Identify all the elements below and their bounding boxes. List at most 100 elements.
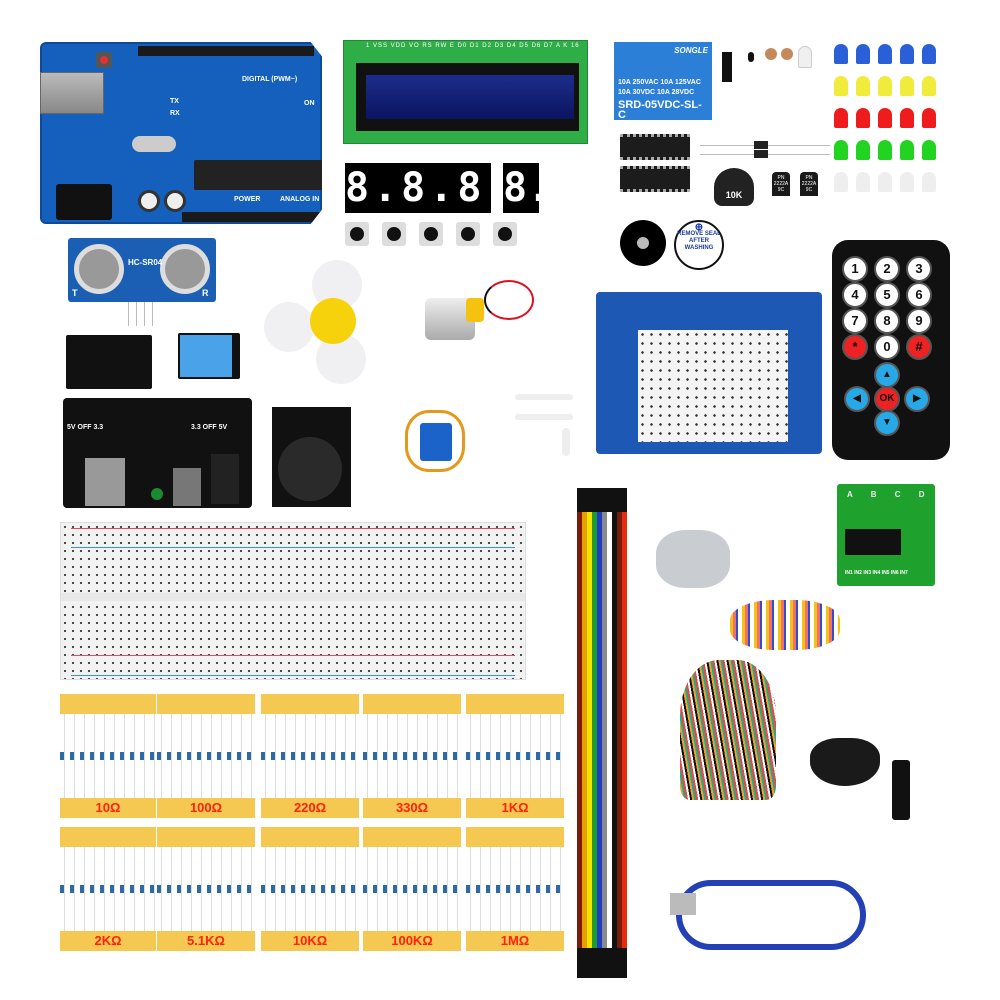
driver-pin-labels: IN1 IN2 IN3 IN4 IN5 IN6 IN7 bbox=[845, 570, 908, 576]
servo-arm bbox=[562, 428, 570, 456]
resistor-label: 220Ω bbox=[261, 798, 359, 818]
buzzer bbox=[620, 220, 666, 266]
uln2003-chip bbox=[845, 529, 901, 555]
led bbox=[878, 76, 892, 96]
tilt-sensor-module bbox=[66, 335, 152, 389]
jumper-wires-bundle bbox=[680, 660, 776, 800]
resistor-label: 10KΩ bbox=[261, 931, 359, 951]
dc-jack bbox=[56, 184, 112, 220]
remote-key-6: 6 bbox=[906, 282, 932, 308]
sr04-pins bbox=[128, 302, 156, 326]
servo-horn bbox=[515, 394, 573, 400]
digital-header bbox=[138, 46, 314, 56]
led bbox=[834, 44, 848, 64]
usb-cable bbox=[676, 880, 866, 950]
rail-blue bbox=[71, 547, 515, 548]
led bbox=[922, 172, 936, 192]
resistor-label: 330Ω bbox=[363, 798, 461, 818]
relay-rating-2: 10A 30VDC 10A 28VDC bbox=[618, 89, 695, 96]
lcd-pin-labels: 1 VSS VDD VO RS RW E D0 D1 D2 D3 D4 D5 D… bbox=[366, 43, 580, 49]
led bbox=[834, 108, 848, 128]
dupont-wire bbox=[622, 512, 627, 948]
joystick-module bbox=[272, 407, 351, 507]
led bbox=[878, 44, 892, 64]
four-digit-7seg-display: 8.8.8.8. bbox=[345, 163, 570, 213]
resistor-label: 5.1KΩ bbox=[157, 931, 255, 951]
power-led bbox=[151, 488, 163, 500]
dc-barrel-plug bbox=[892, 760, 910, 820]
seal-text: REMOVE SEAL AFTER WASHING bbox=[677, 231, 721, 251]
led bbox=[856, 76, 870, 96]
remote-key-star: * bbox=[842, 334, 868, 360]
plus-icon: ⊕ bbox=[694, 222, 704, 233]
transistor: PN 2222A 9C bbox=[772, 172, 790, 196]
servo-horn bbox=[515, 414, 573, 420]
breadboard-channel bbox=[61, 593, 525, 601]
dupont-wire bbox=[607, 512, 612, 948]
resistor-label: 10Ω bbox=[60, 798, 156, 818]
rail-blue bbox=[71, 675, 515, 676]
dupont-wire bbox=[582, 512, 587, 948]
tx-label: TX bbox=[170, 98, 179, 105]
motor-wires bbox=[484, 280, 534, 320]
led bbox=[856, 172, 870, 192]
resistor-pack: 1KΩ bbox=[466, 694, 564, 818]
ir-remote: 1 2 3 4 5 6 7 8 9 * 0 # ▲ ◀ OK ▶ ▼ bbox=[832, 240, 950, 460]
usb-b-port bbox=[40, 72, 104, 114]
single-7seg-display: 8. bbox=[503, 163, 552, 213]
photoresistor bbox=[781, 48, 793, 60]
remote-down-arrow-icon: ▼ bbox=[874, 410, 900, 436]
remote-key-1: 1 bbox=[842, 256, 868, 282]
led bbox=[922, 140, 936, 160]
dht11-sensor bbox=[180, 335, 232, 377]
rx-label: RX bbox=[170, 110, 180, 117]
stepper-motor bbox=[656, 530, 730, 588]
stepper-wires bbox=[730, 600, 840, 650]
dupont-ribbon-cable bbox=[577, 488, 627, 978]
ultrasonic-transmitter bbox=[74, 244, 124, 294]
led bbox=[900, 44, 914, 64]
led bbox=[834, 140, 848, 160]
led bbox=[900, 108, 914, 128]
psu-label-right: 3.3 OFF 5V bbox=[191, 424, 228, 431]
dupont-wire bbox=[597, 512, 602, 948]
relay-brand: SONGLE bbox=[674, 46, 708, 55]
dupont-wire bbox=[592, 512, 597, 948]
usb-a-plug bbox=[670, 893, 696, 915]
led bbox=[834, 76, 848, 96]
relay-model: SRD-05VDC-SL-C bbox=[618, 99, 702, 121]
breadboard-power-module: 5V OFF 3.3 3.3 OFF 5V bbox=[63, 398, 252, 508]
fan-hub bbox=[310, 298, 356, 344]
sr04-r-label: R bbox=[202, 288, 209, 298]
led bbox=[900, 172, 914, 192]
dupont-wire bbox=[617, 512, 622, 948]
resistor-label: 1MΩ bbox=[466, 931, 564, 951]
atmega-chip bbox=[194, 160, 322, 190]
lcd1602-module: 1 VSS VDD VO RS RW E D0 D1 D2 D3 D4 D5 D… bbox=[343, 40, 588, 144]
remote-key-5: 5 bbox=[874, 282, 900, 308]
analog-label: ANALOG IN bbox=[280, 196, 320, 203]
resistor-pack: 1MΩ bbox=[466, 827, 564, 951]
led bbox=[878, 140, 892, 160]
resistor-pack: 330Ω bbox=[363, 694, 461, 818]
prototype-shield bbox=[596, 292, 822, 454]
remote-key-hash: # bbox=[906, 334, 932, 360]
led bbox=[856, 108, 870, 128]
dc-jack bbox=[211, 454, 239, 504]
fan-blade bbox=[264, 302, 314, 352]
led bbox=[922, 44, 936, 64]
led bbox=[922, 76, 936, 96]
led bbox=[900, 140, 914, 160]
power-label: POWER bbox=[234, 196, 261, 203]
dupont-wire bbox=[577, 512, 582, 948]
lcd-screen bbox=[366, 75, 574, 119]
dupont-wire bbox=[612, 512, 617, 948]
9v-battery-clip bbox=[810, 738, 880, 786]
remote-key-3: 3 bbox=[906, 256, 932, 282]
remote-right-arrow-icon: ▶ bbox=[904, 386, 930, 412]
led bbox=[856, 140, 870, 160]
dupont-wire bbox=[602, 512, 607, 948]
capacitor bbox=[164, 190, 186, 212]
uln2003-driver-board: A B C D IN1 IN2 IN3 IN4 IN5 IN6 IN7 bbox=[837, 484, 935, 586]
push-button bbox=[456, 222, 480, 246]
